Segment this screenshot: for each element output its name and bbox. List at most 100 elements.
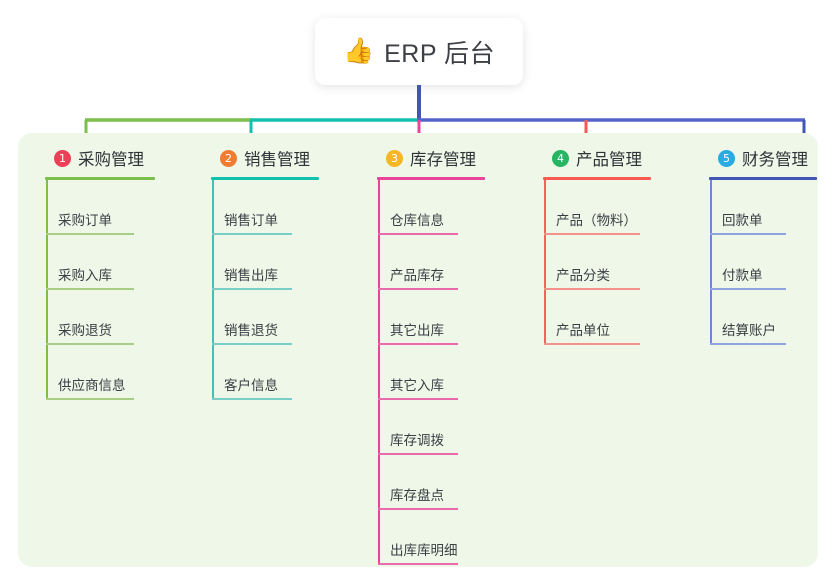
column-rule-5: [709, 177, 817, 180]
leaf-item-label: 供应商信息: [58, 378, 126, 393]
column-body-5: 回款单付款单结算账户: [700, 180, 817, 345]
leaf-item[interactable]: 仓库信息: [378, 180, 485, 235]
leaf-item-label: 产品单位: [556, 323, 610, 338]
leaf-item-rule: [544, 343, 640, 345]
column-rule-2: [211, 177, 319, 180]
leaf-item-rule: [710, 288, 786, 290]
leaf-item-rule: [378, 343, 458, 345]
leaf-item-rule: [544, 233, 640, 235]
leaf-item-rule: [710, 343, 786, 345]
leaf-item-label: 回款单: [722, 213, 763, 228]
leaf-item-rule: [46, 343, 134, 345]
leaf-item-label: 产品库存: [390, 268, 444, 283]
leaf-item-label: 销售退货: [224, 323, 278, 338]
column-header-4[interactable]: 4 产品管理: [534, 145, 651, 171]
leaf-item-rule: [378, 563, 458, 565]
leaf-item-label: 客户信息: [224, 378, 278, 393]
column-rule-1: [45, 177, 155, 180]
column-rule-3: [377, 177, 485, 180]
column-spine-3: [378, 180, 380, 564]
leaf-item-label: 产品分类: [556, 268, 610, 283]
leaf-item-rule: [378, 398, 458, 400]
leaf-item[interactable]: 出库库明细: [378, 510, 485, 565]
number-badge-2: 2: [220, 149, 237, 167]
column-header-2[interactable]: 2 销售管理: [202, 145, 319, 171]
leaf-item-rule: [46, 233, 134, 235]
leaf-item-label: 采购退货: [58, 323, 112, 338]
leaf-item[interactable]: 产品库存: [378, 235, 485, 290]
leaf-item-rule: [378, 288, 458, 290]
leaf-item-label: 产品（物料）: [556, 213, 637, 228]
column-title-4: 产品管理: [576, 151, 642, 169]
leaf-item[interactable]: 库存盘点: [378, 455, 485, 510]
leaf-item-label: 仓库信息: [390, 213, 444, 228]
leaf-item-label: 采购入库: [58, 268, 112, 283]
leaf-item-rule: [46, 288, 134, 290]
leaf-item-label: 采购订单: [58, 213, 112, 228]
leaf-item[interactable]: 付款单: [710, 235, 817, 290]
leaf-item-label: 库存调拨: [390, 433, 444, 448]
leaf-item[interactable]: 采购退货: [46, 290, 155, 345]
column-title-2: 销售管理: [244, 151, 310, 169]
number-badge-4: 4: [552, 149, 569, 167]
column-body-4: 产品（物料） 产品分类产品单位: [534, 180, 651, 345]
column-header-1[interactable]: 1 采购管理: [36, 145, 155, 171]
leaf-item[interactable]: 供应商信息: [46, 345, 155, 400]
leaf-item-label: 其它出库: [390, 323, 444, 338]
leaf-item-label: 销售出库: [224, 268, 278, 283]
leaf-item-label: 付款单: [722, 268, 763, 283]
leaf-item-rule: [212, 288, 292, 290]
leaf-item[interactable]: 库存调拨: [378, 400, 485, 455]
column-rule-4: [543, 177, 651, 180]
column-title-5: 财务管理: [742, 151, 808, 169]
leaf-item[interactable]: 销售退货: [212, 290, 319, 345]
column-4: 4 产品管理产品（物料） 产品分类产品单位: [534, 145, 651, 345]
column-3: 3 库存管理仓库信息产品库存其它出库其它入库库存调拨库存盘点出库库明细: [368, 145, 485, 565]
leaf-item-rule: [544, 288, 640, 290]
leaf-item-label: 其它入库: [390, 378, 444, 393]
leaf-item-rule: [212, 233, 292, 235]
leaf-item-rule: [710, 233, 786, 235]
leaf-item[interactable]: 回款单: [710, 180, 817, 235]
column-title-1: 采购管理: [78, 151, 144, 169]
leaf-item[interactable]: 采购订单: [46, 180, 155, 235]
column-spine-4: [544, 180, 546, 344]
leaf-item-rule: [212, 398, 292, 400]
column-body-1: 采购订单采购入库采购退货供应商信息: [36, 180, 155, 400]
thumbs-up-icon: 👍: [342, 37, 375, 65]
leaf-item[interactable]: 其它出库: [378, 290, 485, 345]
leaf-item-rule: [212, 343, 292, 345]
leaf-item-rule: [378, 233, 458, 235]
leaf-item[interactable]: 产品（物料）: [544, 180, 651, 235]
leaf-item-label: 结算账户: [722, 323, 776, 338]
leaf-item-rule: [378, 508, 458, 510]
column-body-3: 仓库信息产品库存其它出库其它入库库存调拨库存盘点出库库明细: [368, 180, 485, 565]
leaf-item[interactable]: 采购入库: [46, 235, 155, 290]
root-node[interactable]: 👍 ERP 后台: [315, 18, 523, 85]
number-badge-1: 1: [54, 149, 71, 167]
leaf-item-rule: [378, 453, 458, 455]
column-spine-5: [710, 180, 712, 344]
root-title: ERP 后台: [384, 39, 496, 68]
leaf-item[interactable]: 产品分类: [544, 235, 651, 290]
column-1: 1 采购管理采购订单采购入库采购退货供应商信息: [36, 145, 155, 400]
leaf-item[interactable]: 销售订单: [212, 180, 319, 235]
leaf-item-label: 库存盘点: [390, 488, 444, 503]
leaf-item[interactable]: 其它入库: [378, 345, 485, 400]
number-badge-3: 3: [386, 149, 403, 167]
leaf-item-label: 出库库明细: [390, 543, 458, 558]
leaf-item[interactable]: 销售出库: [212, 235, 319, 290]
column-2: 2 销售管理销售订单销售出库销售退货客户信息: [202, 145, 319, 400]
leaf-item[interactable]: 结算账户: [710, 290, 817, 345]
column-title-3: 库存管理: [410, 151, 476, 169]
leaf-item-label: 销售订单: [224, 213, 278, 228]
column-body-2: 销售订单销售出库销售退货客户信息: [202, 180, 319, 400]
leaf-item[interactable]: 产品单位: [544, 290, 651, 345]
content-panel: [18, 133, 818, 567]
leaf-item-rule: [46, 398, 134, 400]
leaf-item[interactable]: 客户信息: [212, 345, 319, 400]
column-header-3[interactable]: 3 库存管理: [368, 145, 485, 171]
